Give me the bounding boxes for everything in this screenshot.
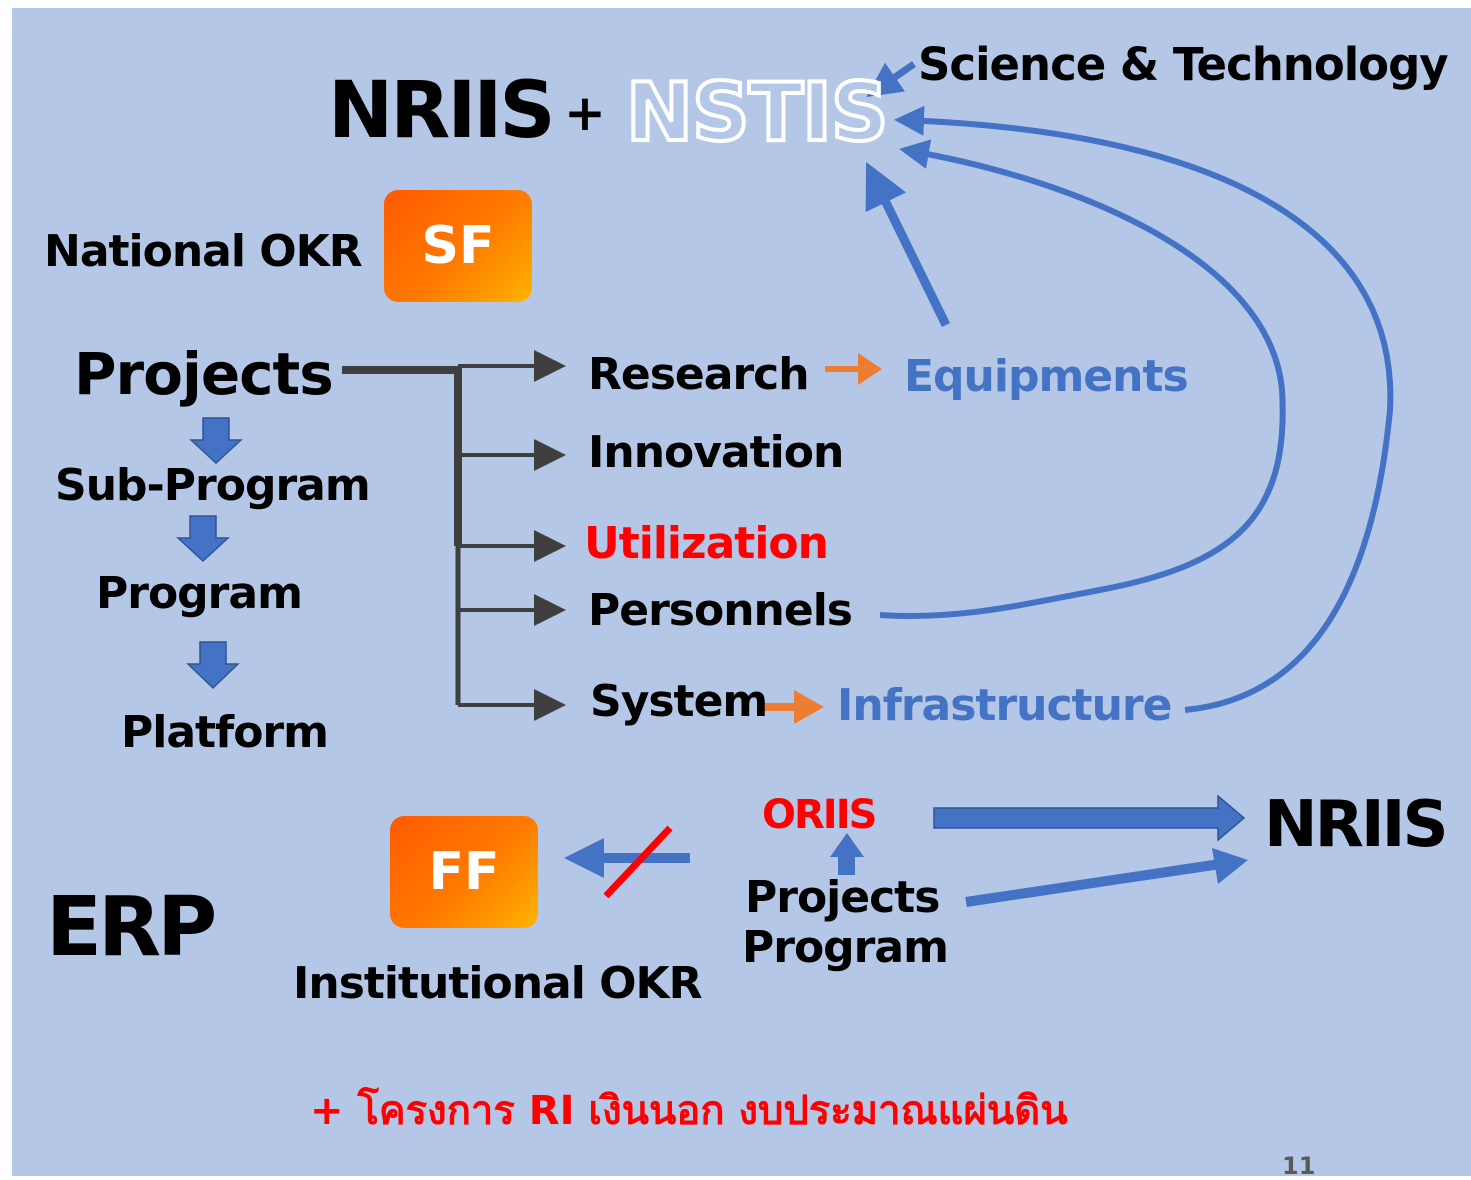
orange-arrows [762,353,882,724]
ff-box: FF [390,816,538,928]
feedback-arrows [865,61,1394,713]
oriis-label: ORIIS [762,792,877,838]
hierarchy-down-arrows [176,417,243,690]
sf-box-label: SF [421,216,495,276]
personnels-label: Personnels [588,585,853,636]
bottom-arrows [564,794,1248,907]
infrastructure-label: Infrastructure [837,680,1172,731]
system-label: System [590,676,768,727]
innovation-label: Innovation [588,427,844,478]
science-technology-label: Science & Technology [918,38,1449,91]
title-nstis: NSTIS [624,64,891,161]
projects-label: Projects [74,340,334,408]
program-sub-label: Program [742,922,949,973]
title-plus: + [564,84,606,142]
projects-tree-connector [342,350,566,721]
utilization-label: Utilization [584,518,829,569]
platform-label: Platform [121,707,329,758]
research-label: Research [588,349,810,400]
nriis-target-label: NRIIS [1264,788,1449,862]
ff-box-label: FF [428,842,500,902]
projects-sub-label: Projects [745,872,940,923]
page-number: 11 [1282,1152,1316,1180]
footer-note: + โครงการ RI เงินนอก งบประมาณแผ่นดิน [310,1088,1068,1134]
sf-box: SF [384,190,532,302]
sub-program-label: Sub-Program [55,460,371,511]
national-okr-label: National OKR [44,226,363,277]
title-nriis: NRIIS [328,66,556,156]
institutional-okr-label: Institutional OKR [293,958,702,1009]
program-label: Program [96,568,303,619]
equipments-label: Equipments [904,351,1189,402]
erp-label: ERP [46,880,217,975]
slide-background [12,8,1471,1176]
